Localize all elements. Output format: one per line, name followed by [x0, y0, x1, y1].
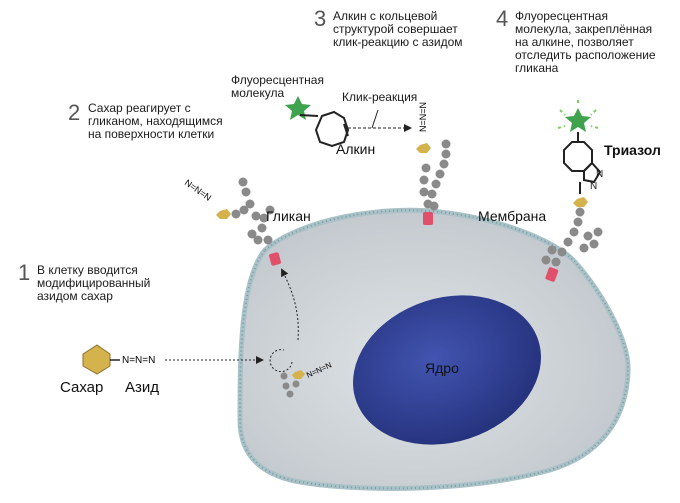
- alkyne-molecule: [285, 96, 350, 148]
- glycan-label: Гликан: [266, 208, 311, 224]
- step-4-line-3: на алкине, позволяет: [515, 35, 634, 49]
- step-4-line-2: молекула, закреплённая: [515, 22, 653, 36]
- step-2-line-3: на поверхности клетки: [88, 127, 215, 141]
- nucleus: [353, 295, 541, 445]
- glycan-center: [416, 139, 451, 225]
- step-4-line-5: гликана: [515, 61, 559, 75]
- fluor-molecule-label: Флуоресцентная молекула: [231, 74, 324, 100]
- membrane-label: Мембрана: [478, 208, 547, 224]
- step-3-line-1: Алкин с кольцевой: [333, 9, 438, 23]
- step-2-number: 2: [68, 100, 81, 125]
- step-4-text: Флуоресцентная молекула, закреплённая на…: [515, 10, 656, 75]
- triazole-n1: N: [596, 169, 604, 180]
- glycan-left: [216, 177, 281, 266]
- step-4-number: 4: [496, 6, 509, 31]
- step-1-text: В клетку вводится модифицированный азидо…: [37, 264, 150, 303]
- outside-azide-text: N=N=N: [122, 355, 155, 366]
- nucleus-label: Ядро: [425, 360, 459, 376]
- glycan-inside: [280, 370, 305, 398]
- step-1-number: 1: [18, 260, 31, 285]
- step-3-line-3: клик-реакцию с азидом: [333, 35, 463, 49]
- step-2-line-1: Сахар реагирует с: [88, 101, 191, 115]
- step-4-line-4: отследить расположение: [515, 48, 656, 62]
- left-azide-text: N=N=N: [183, 177, 213, 202]
- alkyne-label: Алкин: [336, 141, 376, 157]
- triazole-n2: N: [590, 181, 598, 192]
- sugar-label: Сахар: [60, 379, 104, 396]
- click-reaction-label: Клик-реакция: [342, 90, 418, 104]
- step-2-line-2: гликаном, находящимся: [88, 114, 223, 128]
- inside-cycle-arrow: [269, 349, 293, 373]
- fluor-line-1: Флуоресцентная: [231, 73, 324, 87]
- azide-label: Азид: [125, 379, 160, 396]
- step-3-line-2: структурой совершает: [333, 22, 458, 36]
- glycan-right: [541, 100, 603, 282]
- step-1-line-2: модифицированный: [37, 276, 151, 290]
- step-3-text: Алкин с кольцевой структурой совершает к…: [333, 10, 463, 49]
- step-2-text: Сахар реагирует с гликаном, находящимся …: [88, 102, 223, 141]
- triazole-label: Триазол: [604, 142, 661, 158]
- click-reaction-tick: [371, 109, 379, 129]
- step-3-number: 3: [314, 6, 327, 31]
- sugar-azide-outside: [82, 344, 120, 375]
- step-1-line-1: В клетку вводится: [37, 263, 138, 277]
- step-4-line-1: Флуоресцентная: [515, 9, 608, 23]
- center-azide-text: N=N=N: [418, 102, 428, 132]
- step-1-line-3: азидом сахар: [37, 289, 113, 303]
- fluor-line-2: молекула: [231, 86, 285, 100]
